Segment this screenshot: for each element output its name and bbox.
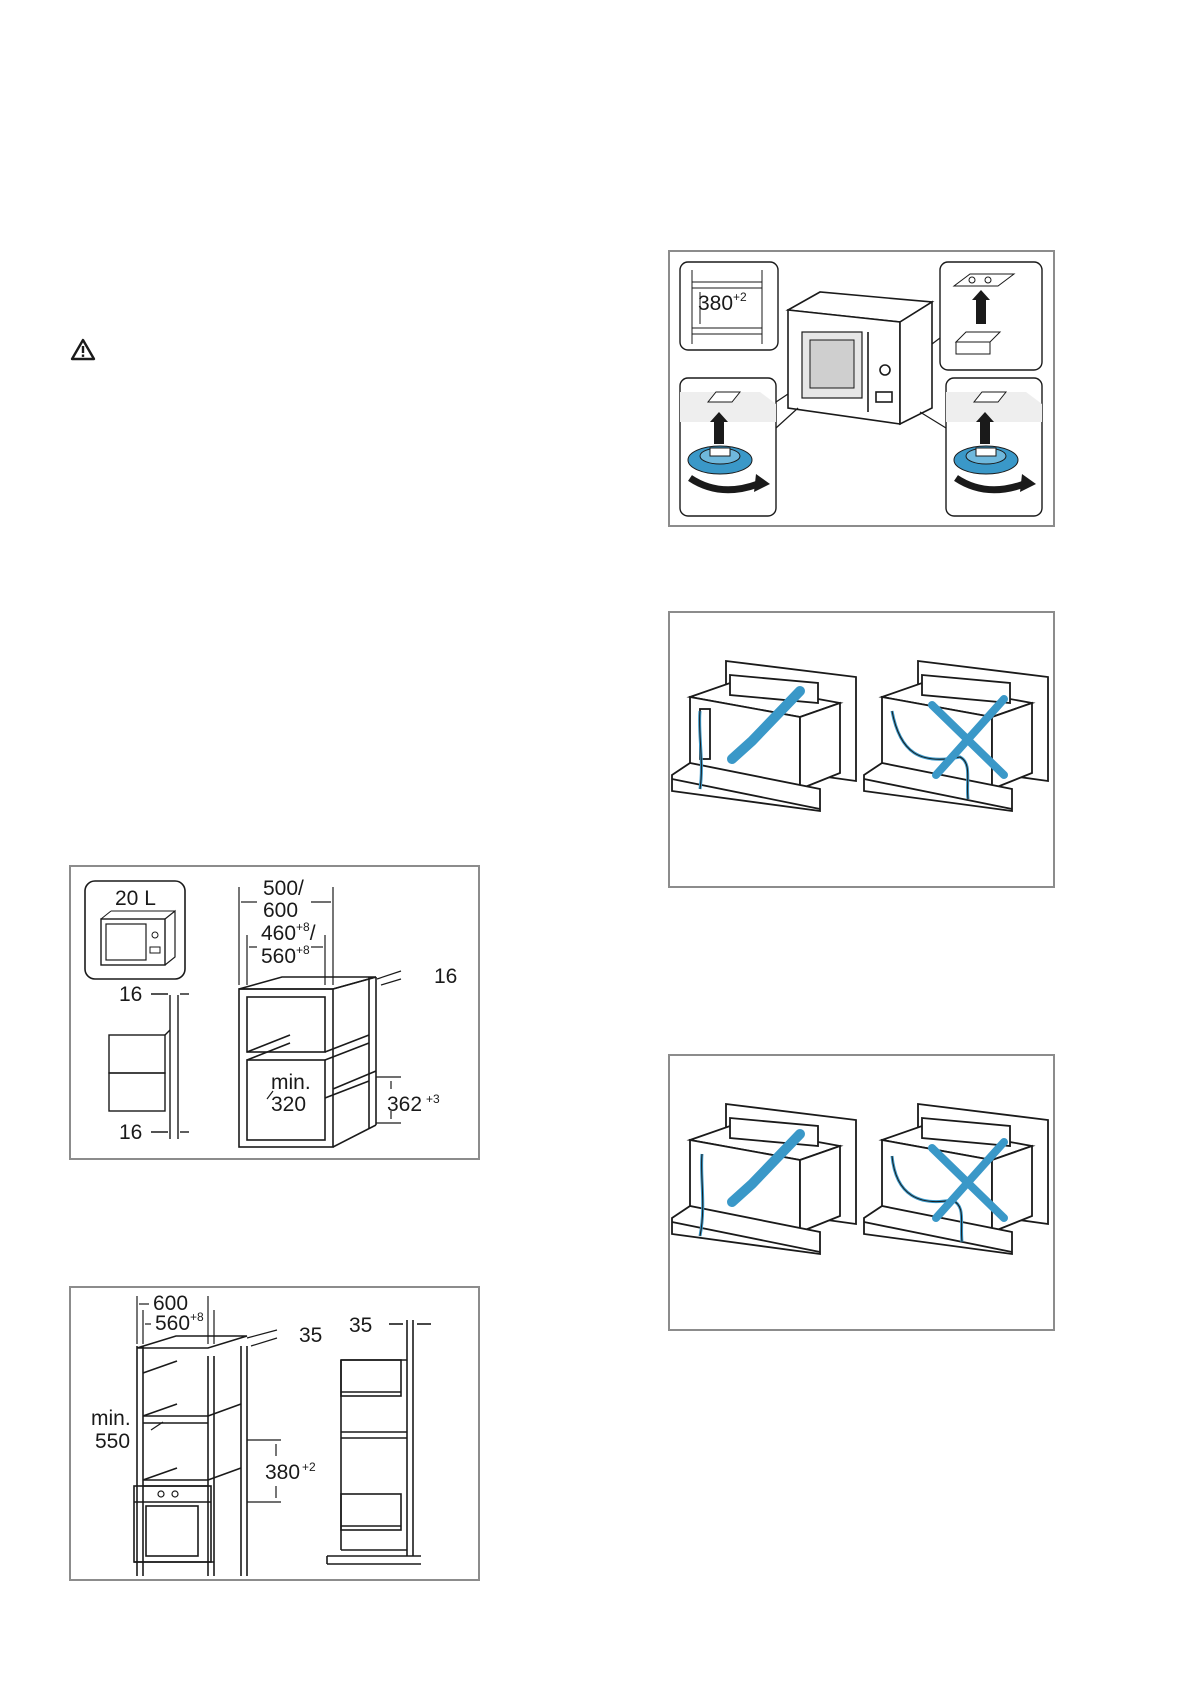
side-thickness: 35: [299, 1324, 322, 1347]
inner-width-a: 460+8/: [261, 920, 316, 945]
top-width-a: 500/: [263, 877, 304, 900]
left-bottom-dim: 16: [119, 1121, 142, 1144]
capacity-label: 20 L: [115, 887, 156, 910]
left-top-dim: 16: [119, 983, 142, 1006]
side-thickness: 16: [434, 965, 457, 988]
microwave-20l-icon: [84, 880, 186, 980]
min-value: 320: [271, 1093, 306, 1116]
figure-cable-routing-1: [668, 611, 1055, 888]
min-value: 550: [95, 1430, 130, 1453]
warning-icon: [70, 338, 96, 367]
figure-cable-routing-2: [668, 1054, 1055, 1331]
min-label: min.: [271, 1071, 311, 1094]
height-dim: 362+3: [387, 1092, 440, 1116]
min-label: min.: [91, 1407, 131, 1430]
height-dim: 380+2: [265, 1460, 316, 1484]
side-view-thickness: 35: [349, 1314, 372, 1337]
inner-width: 560+8: [155, 1310, 204, 1335]
rotate-foot-inset-left: [679, 377, 777, 517]
outer-width: 600: [153, 1292, 188, 1315]
bracket-inset: [939, 261, 1043, 371]
inner-width-b: 560+8: [261, 943, 310, 968]
figure-cabinet-dimensions: 20 L 16 16: [69, 865, 480, 1160]
rotate-foot-inset-right: [945, 377, 1043, 517]
inset-height: 380+2: [698, 290, 747, 315]
height-inset: 380+2: [679, 261, 779, 351]
figure-installation: 380+2: [668, 250, 1055, 527]
figure-tall-cabinet-dimensions: 600 560+8 35 min. 550 380+2 35: [69, 1286, 480, 1581]
top-width-b: 600: [263, 899, 298, 922]
